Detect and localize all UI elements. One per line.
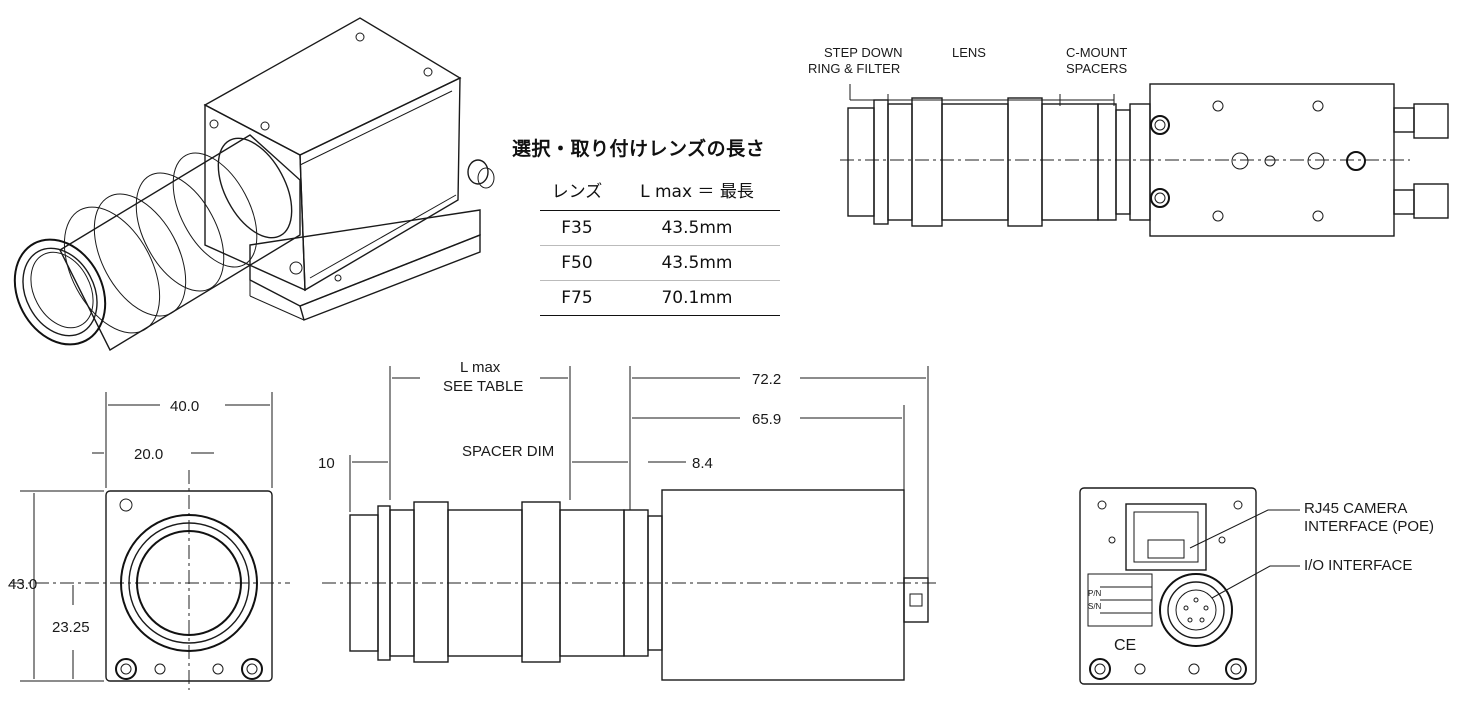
label-rj45: RJ45 CAMERA xyxy=(1304,500,1407,517)
dim-half-width: 20.0 xyxy=(134,446,163,463)
dim-height: 43.0 xyxy=(8,576,37,593)
table-row: F35 43.5mm xyxy=(540,210,780,246)
cell-lmax: 43.5mm xyxy=(613,245,780,281)
header-lens: レンズ xyxy=(540,171,614,211)
label-step-down: STEP DOWN xyxy=(824,45,903,60)
label-c-mount: C-MOUNT xyxy=(1066,45,1127,60)
label-lens: LENS xyxy=(952,45,986,60)
cell-lens: F35 xyxy=(540,210,614,246)
dim-ten: 10 xyxy=(318,455,335,472)
cell-lens: F75 xyxy=(540,280,614,316)
table-row: F50 43.5mm xyxy=(540,245,780,281)
dim-spacer: SPACER DIM xyxy=(462,443,554,460)
dim-body: 65.9 xyxy=(752,411,781,428)
cell-lmax: 70.1mm xyxy=(613,280,780,316)
table-header-row: レンズ L max ＝ 最長 xyxy=(540,171,780,211)
rear-pn: P/N xyxy=(1088,589,1102,598)
isometric-camera-view xyxy=(13,17,495,351)
cell-lens: F50 xyxy=(540,245,614,281)
table-title: 選択・取り付けレンズの長さ xyxy=(512,138,766,160)
side-view: L max SEE TABLE 72.2 65.9 10 SPACER DIM … xyxy=(318,359,940,681)
dim-width: 40.0 xyxy=(170,398,199,415)
rear-sn: S/N xyxy=(1088,602,1102,611)
front-view: 40.0 20.0 43.0 23.25 xyxy=(8,392,290,690)
label-ring-filter: RING & FILTER xyxy=(808,61,900,76)
dim-mount: 8.4 xyxy=(692,455,713,472)
header-lmax: L max ＝ 最長 xyxy=(613,171,780,211)
dim-lmax-see-table: SEE TABLE xyxy=(443,378,523,395)
table-row: F75 70.1mm xyxy=(540,280,780,316)
lens-length-table: 選択・取り付けレンズの長さ レンズ L max ＝ 最長 F35 43.5mm … xyxy=(512,134,808,316)
dim-center-height: 23.25 xyxy=(52,619,90,636)
dim-overall: 72.2 xyxy=(752,371,781,388)
rear-ce: CE xyxy=(1114,637,1136,654)
lens-table: レンズ L max ＝ 最長 F35 43.5mm F50 43.5mm F75… xyxy=(540,171,780,316)
label-rj45-poe: INTERFACE (POE) xyxy=(1304,518,1434,535)
cell-lmax: 43.5mm xyxy=(613,210,780,246)
label-io: I/O INTERFACE xyxy=(1304,557,1412,574)
dim-lmax: L max xyxy=(460,359,501,376)
top-plan-view: STEP DOWN RING & FILTER LENS C-MOUNT SPA… xyxy=(808,45,1449,237)
rear-view: P/N S/N CE RJ45 CAMERA INTERFACE (POE) I… xyxy=(1079,487,1434,685)
label-spacers: SPACERS xyxy=(1066,61,1127,76)
